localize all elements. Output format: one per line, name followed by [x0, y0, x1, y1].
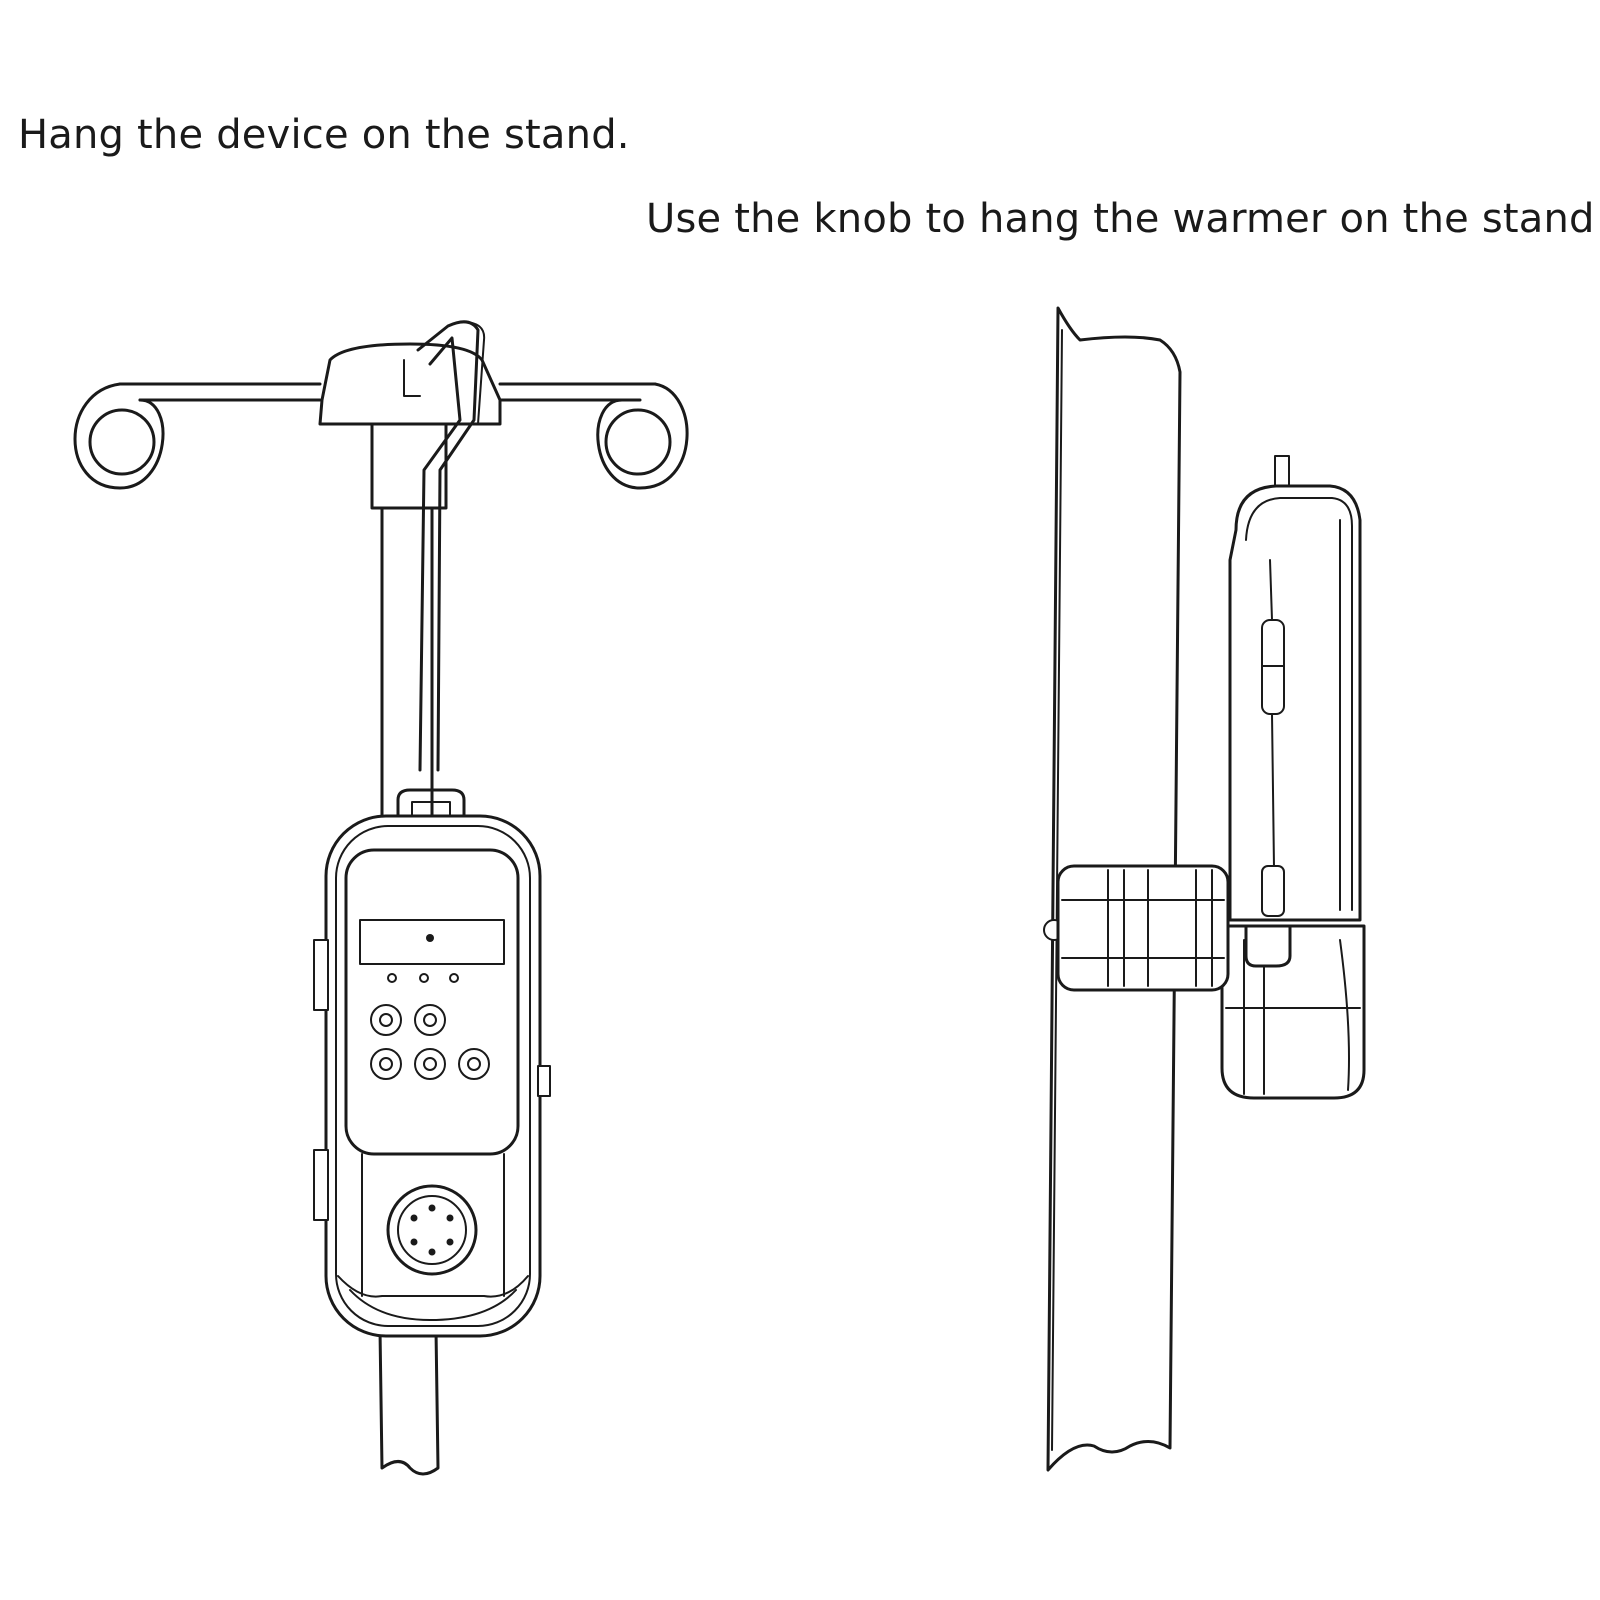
iv-stand-side-view [1043, 306, 1366, 1472]
iv-hook-arm-right [498, 382, 657, 402]
iv-hook-left-inner [88, 408, 156, 476]
inline-connector [1261, 865, 1285, 917]
indicator-led-3 [449, 973, 459, 983]
side-clip-right [537, 1065, 551, 1097]
display-screen [359, 919, 505, 965]
connector-socket-icon [386, 1184, 478, 1276]
device-side-housing [1228, 484, 1362, 922]
panel-button [458, 1048, 490, 1080]
clamp-body [1056, 864, 1230, 992]
panel-button [370, 1004, 402, 1036]
iv-hook-arm-left [118, 382, 322, 402]
iv-hook-right [596, 382, 689, 490]
iv-pole-collar [370, 422, 448, 510]
warmer-device-front [313, 814, 551, 1338]
panel-button [370, 1048, 402, 1080]
panel-button [414, 1048, 446, 1080]
iv-hook-left [73, 382, 165, 490]
display-indicator-dot [426, 934, 434, 942]
knob-holder [1244, 924, 1292, 968]
caption-hang-device: Hang the device on the stand. [18, 112, 630, 158]
iv-pole [380, 498, 434, 832]
side-clip-left-upper [313, 939, 329, 1011]
indicator-led-1 [387, 973, 397, 983]
device-top-tab [1274, 455, 1290, 487]
control-panel [344, 848, 520, 1156]
indicator-led-2 [419, 973, 429, 983]
warmer-device-side [1220, 455, 1366, 1100]
hanging-strap-inner [418, 336, 462, 772]
iv-pole-lower [378, 1328, 440, 1476]
side-clip-left-lower [313, 1149, 329, 1221]
device-lower-housing [1220, 924, 1366, 1100]
panel-button [414, 1004, 446, 1036]
clamp-knob [1043, 864, 1230, 992]
caption-knob-instruction: Use the knob to hang the warmer on the s… [646, 196, 1595, 242]
iv-stand-front-view [73, 320, 689, 1476]
device-hang-loop [396, 788, 466, 820]
iv-hook-right-inner [604, 408, 672, 476]
